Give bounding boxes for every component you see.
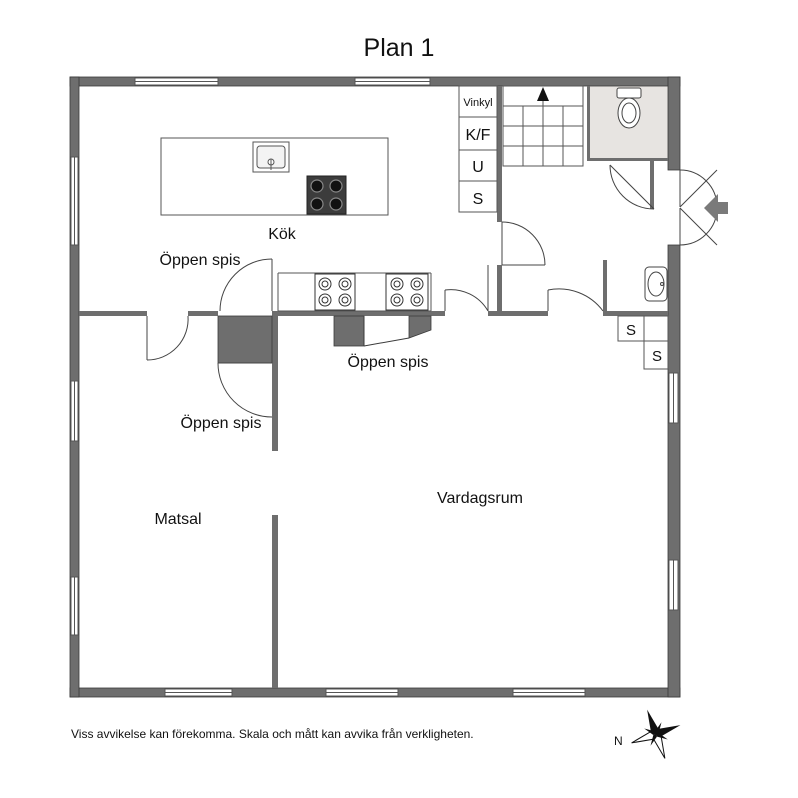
closet-label-vinkyl: Vinkyl bbox=[463, 97, 492, 109]
closet-label-s: S bbox=[652, 348, 662, 365]
stair-direction-arrow-icon bbox=[537, 87, 549, 101]
kitchen-island bbox=[160, 137, 389, 216]
staircase bbox=[502, 85, 584, 167]
plan-title: Plan 1 bbox=[363, 34, 435, 62]
sink-icon bbox=[644, 266, 668, 302]
room-label-dining: Matsal bbox=[154, 511, 201, 528]
fireplace-blocks bbox=[217, 315, 432, 364]
windows bbox=[70, 77, 679, 697]
closet-label-kf: K/F bbox=[466, 127, 491, 144]
room-label-fireplace-dining: Öppen spis bbox=[181, 414, 262, 432]
room-label-fireplace-center: Öppen spis bbox=[348, 353, 429, 371]
closet-label-s: S bbox=[473, 191, 484, 208]
compass-north-label: N bbox=[614, 734, 623, 748]
closet-column bbox=[458, 85, 498, 213]
entrance-arrow-icon bbox=[704, 194, 728, 222]
interior-walls bbox=[79, 86, 668, 688]
compass-rose-icon bbox=[631, 709, 681, 759]
room-label-fireplace-kitchen: Öppen spis bbox=[160, 251, 241, 269]
closet-label-s: S bbox=[626, 322, 636, 339]
kitchen-counter bbox=[277, 272, 432, 312]
closet-label-u: U bbox=[472, 159, 484, 176]
toilet-icon bbox=[616, 87, 642, 129]
stove-left bbox=[314, 273, 356, 311]
stove-right bbox=[385, 273, 429, 311]
closets-entry bbox=[617, 315, 669, 370]
room-label-kitchen: Kök bbox=[268, 226, 297, 243]
door-swings bbox=[146, 164, 718, 418]
island-cooktop bbox=[306, 175, 347, 215]
room-label-living: Vardagsrum bbox=[437, 490, 523, 507]
disclaimer-text: Viss avvikelse kan förekomma. Skala och … bbox=[71, 727, 474, 741]
